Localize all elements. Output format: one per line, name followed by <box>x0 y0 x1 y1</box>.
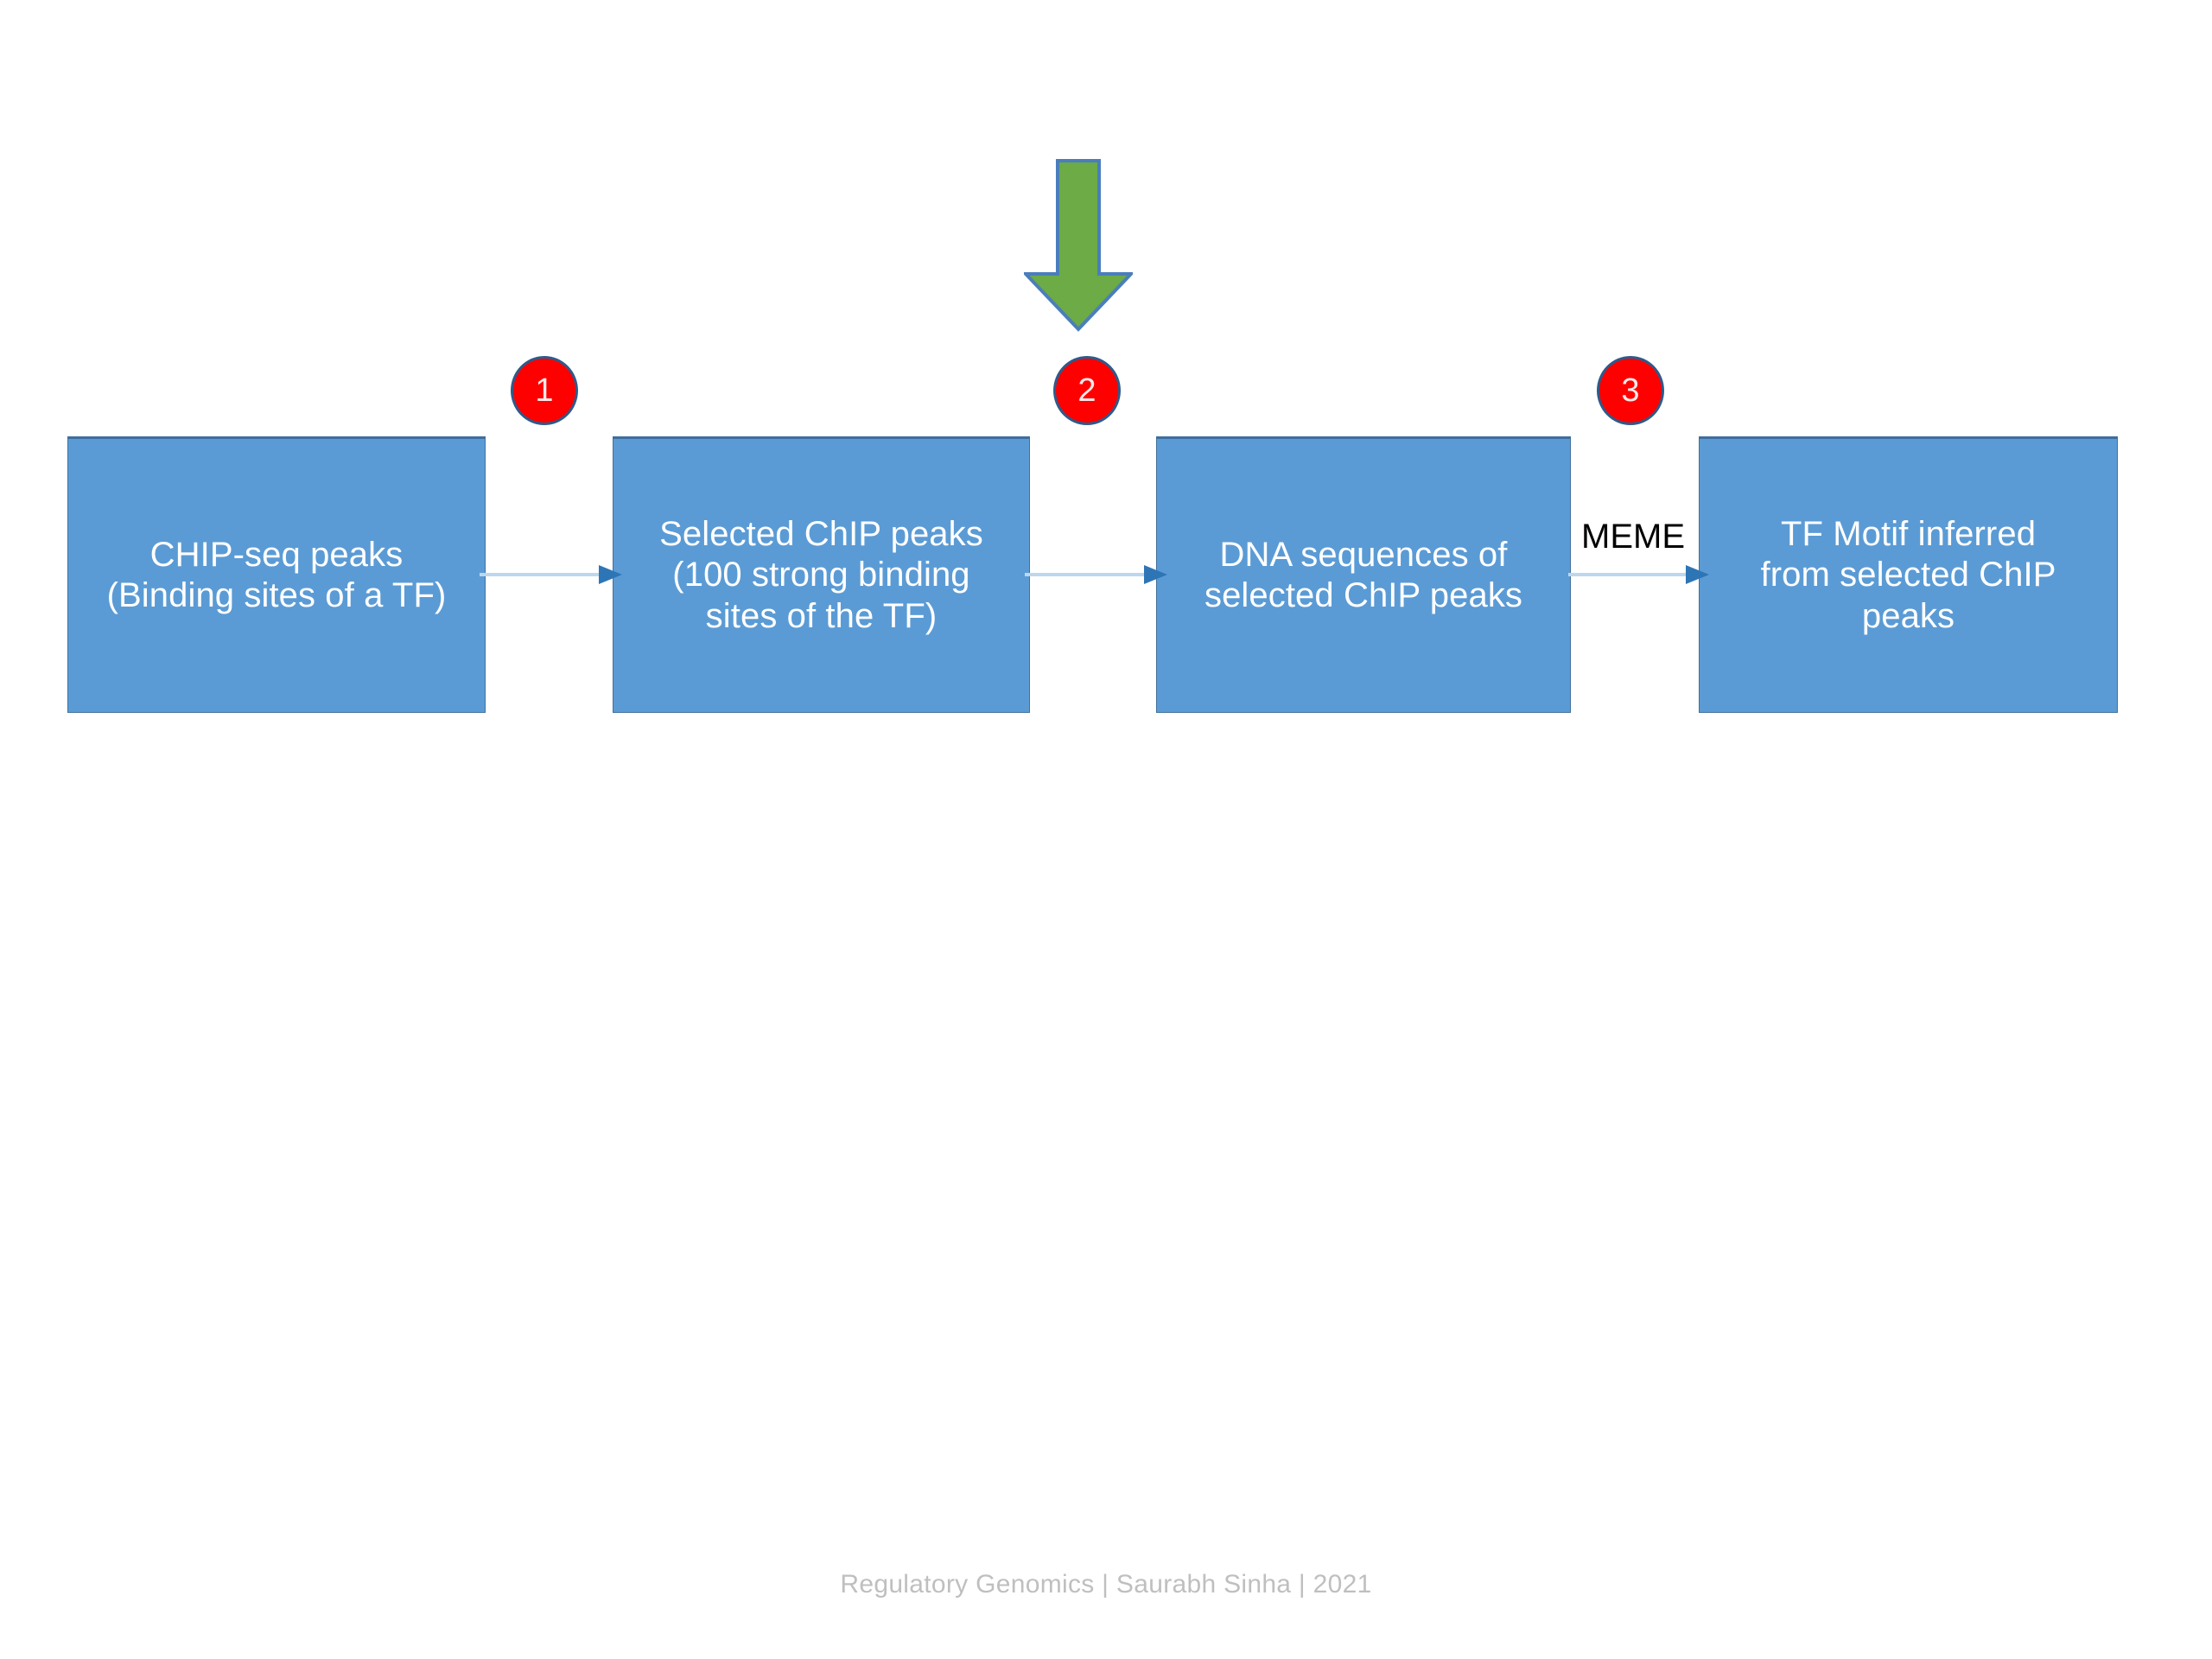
callout-badge-1[interactable]: 1 <box>511 356 578 425</box>
green-down-arrow-icon <box>1021 159 1135 332</box>
right-arrow-connector-icon <box>1568 565 1709 584</box>
process-box-selected-chip-peaks[interactable]: Selected ChIP peaks (100 strong binding … <box>613 436 1030 713</box>
connector-arrow-1 <box>480 562 622 588</box>
callout-badge-3[interactable]: 3 <box>1597 356 1664 425</box>
process-box-dna-sequences[interactable]: DNA sequences of selected ChIP peaks <box>1156 436 1571 713</box>
connector-arrow-3 <box>1568 562 1709 588</box>
right-arrow-connector-icon <box>480 565 622 584</box>
callout-number: 3 <box>1621 372 1640 409</box>
process-box-chip-seq-peaks[interactable]: CHIP-seq peaks (Binding sites of a TF) <box>67 436 486 713</box>
callout-number: 2 <box>1077 372 1096 409</box>
right-arrow-connector-icon <box>1025 565 1167 584</box>
green-down-arrow-svg <box>1021 159 1135 332</box>
process-box-label: CHIP-seq peaks (Binding sites of a TF) <box>106 535 447 614</box>
callout-number: 1 <box>535 372 554 409</box>
connector-arrow-2 <box>1025 562 1167 588</box>
callout-badge-2[interactable]: 2 <box>1053 356 1121 425</box>
process-box-label: TF Motif inferred from selected ChIP pea… <box>1760 515 2056 635</box>
edge-label-meme: MEME <box>1579 517 1688 558</box>
process-box-tf-motif[interactable]: TF Motif inferred from selected ChIP pea… <box>1699 436 2118 713</box>
footer-credit: Regulatory Genomics | Saurabh Sinha | 20… <box>840 1570 1372 1599</box>
process-box-label: Selected ChIP peaks (100 strong binding … <box>659 515 983 635</box>
process-box-label: DNA sequences of selected ChIP peaks <box>1204 535 1523 614</box>
